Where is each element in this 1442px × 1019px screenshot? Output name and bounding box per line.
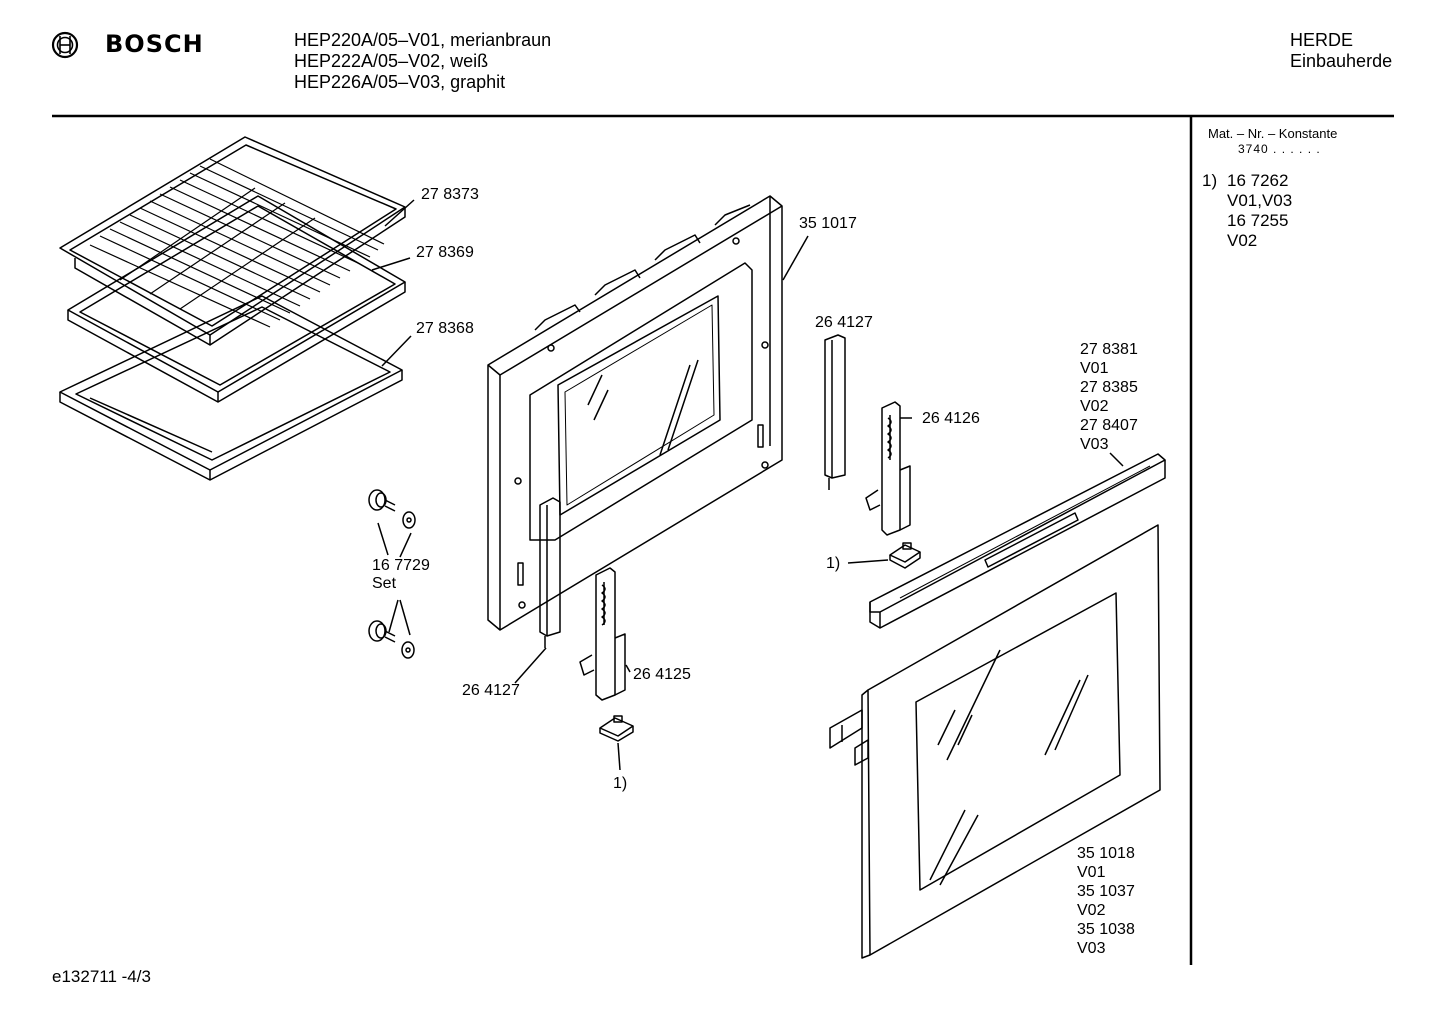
- mat-value: 3740 . . . . . .: [1238, 142, 1321, 156]
- category-block: HERDE Einbauherde: [1290, 30, 1392, 72]
- part-number-hinge-strip-bottom: 26 4127: [462, 682, 520, 699]
- baking-tray-1: [67, 195, 406, 403]
- part-number-hinge-strip-top: 26 4127: [815, 314, 873, 331]
- door-handle: [869, 453, 1166, 629]
- baking-tray-2: [59, 295, 403, 481]
- handle-line: V02: [1080, 398, 1109, 415]
- footnote-ref-bottom: 1): [613, 775, 628, 792]
- model-list: HEP220A/05–V01, merianbraun HEP222A/05–V…: [294, 30, 551, 93]
- wire-rack: [59, 136, 406, 346]
- leader: [514, 647, 547, 684]
- glass-line: 35 1038: [1077, 921, 1135, 938]
- footnote-list: 16 7262 V01,V03 16 7255 V02: [1227, 171, 1292, 251]
- footnote-line: V01,V03: [1227, 191, 1293, 210]
- brand-logo: BOSCH: [50, 30, 210, 62]
- leader: [384, 199, 415, 227]
- hinge-left: [579, 567, 626, 701]
- part-number-rack: 27 8373: [421, 186, 479, 203]
- leader: [847, 559, 889, 564]
- leader: [381, 335, 412, 367]
- model-line: HEP220A/05–V01, merianbraun: [294, 30, 552, 50]
- footnote-line: 16 7262: [1227, 171, 1289, 190]
- bosch-armature-icon: [51, 31, 79, 59]
- handle-part-numbers: 27 8381 V01 27 8385 V02 27 8407 V03: [1080, 340, 1138, 454]
- leader: [1109, 452, 1124, 467]
- glass-line: V03: [1077, 940, 1106, 957]
- glass-line: V01: [1077, 864, 1106, 881]
- handle-line: 27 8407: [1080, 417, 1138, 434]
- part-number-tray-1: 27 8369: [416, 244, 474, 261]
- handle-line: V01: [1080, 360, 1109, 377]
- part-number-hinge-left: 26 4125: [633, 666, 691, 683]
- clip-right: [889, 542, 921, 569]
- handle-line: 27 8385: [1080, 379, 1138, 396]
- leader: [371, 257, 411, 271]
- mat-title: Mat. – Nr. – Konstante: [1208, 126, 1338, 141]
- category: HERDE: [1290, 30, 1354, 50]
- handle-line: V03: [1080, 436, 1109, 453]
- screw-set-label: Set: [372, 575, 397, 592]
- model-line: HEP226A/05–V03, graphit: [294, 72, 506, 92]
- leader: [625, 664, 631, 673]
- document-id: e132711 -4/3: [52, 967, 151, 986]
- door-frame: [487, 195, 783, 631]
- hinge-strip-bottom: [539, 497, 561, 648]
- leader: [782, 235, 809, 281]
- footnote-ref-right: 1): [826, 555, 841, 572]
- handle-line: 27 8381: [1080, 341, 1138, 358]
- screw-set: [368, 489, 416, 659]
- glass-line: 35 1018: [1077, 845, 1135, 862]
- brand-name: BOSCH: [105, 30, 204, 58]
- part-number-tray-2: 27 8368: [416, 320, 474, 337]
- footnote-line: V02: [1227, 231, 1258, 250]
- glass-line: 35 1037: [1077, 883, 1135, 900]
- hinge-strip-top: [824, 334, 846, 490]
- footnote-marker: 1): [1202, 171, 1218, 190]
- glass-part-numbers: 35 1018 V01 35 1037 V02 35 1038 V03: [1077, 844, 1135, 958]
- subcategory: Einbauherde: [1290, 51, 1393, 71]
- model-line: HEP222A/05–V02, weiß: [294, 51, 489, 71]
- glass-line: V02: [1077, 902, 1106, 919]
- part-number-screw-set: 16 7729: [372, 557, 430, 574]
- leader: [617, 742, 621, 771]
- door-glass: [829, 524, 1161, 959]
- part-number-door-frame: 35 1017: [799, 215, 857, 232]
- footnote-line: 16 7255: [1227, 211, 1289, 230]
- hinge-right: [865, 401, 911, 536]
- part-number-hinge-right: 26 4126: [922, 410, 980, 427]
- clip-bottom: [599, 715, 634, 742]
